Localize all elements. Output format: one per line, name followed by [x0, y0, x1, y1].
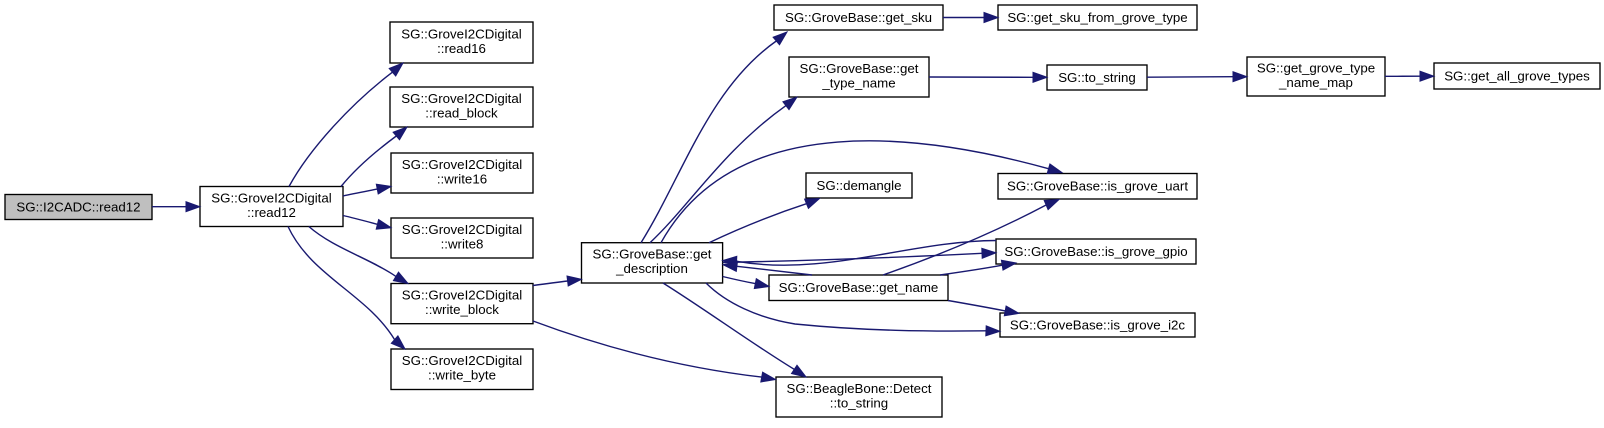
svg-text:::write_block: ::write_block — [425, 302, 499, 317]
svg-text:SG::get_grove_type: SG::get_grove_type — [1257, 60, 1375, 75]
svg-text:SG::get_sku_from_grove_type: SG::get_sku_from_grove_type — [1007, 10, 1187, 25]
svg-text:SG::GroveI2CDigital: SG::GroveI2CDigital — [211, 190, 331, 205]
svg-text:SG::demangle: SG::demangle — [816, 178, 901, 193]
svg-text:::read16: ::read16 — [437, 41, 486, 56]
svg-text:_description: _description — [615, 261, 688, 276]
svg-text:SG::GroveBase::is_grove_i2c: SG::GroveBase::is_grove_i2c — [1010, 317, 1186, 332]
svg-text:::write_byte: ::write_byte — [428, 368, 496, 383]
svg-text:_name_map: _name_map — [1278, 75, 1353, 90]
svg-text:SG::BeagleBone::Detect: SG::BeagleBone::Detect — [787, 381, 932, 396]
svg-text:SG::GroveBase::get: SG::GroveBase::get — [800, 61, 919, 76]
svg-text:SG::GroveI2CDigital: SG::GroveI2CDigital — [402, 287, 522, 302]
svg-text:SG::to_string: SG::to_string — [1058, 70, 1136, 85]
svg-text:SG::GroveI2CDigital: SG::GroveI2CDigital — [402, 353, 522, 368]
svg-text:SG::GroveBase::get: SG::GroveBase::get — [593, 247, 712, 262]
svg-text:SG::I2CADC::read12: SG::I2CADC::read12 — [16, 199, 140, 214]
svg-text:SG::GroveI2CDigital: SG::GroveI2CDigital — [401, 91, 521, 106]
svg-text:::write16: ::write16 — [437, 171, 487, 186]
svg-text:SG::GroveBase::get_sku: SG::GroveBase::get_sku — [785, 10, 932, 25]
svg-text:::write8: ::write8 — [441, 236, 484, 251]
svg-text:SG::GroveBase::get_name: SG::GroveBase::get_name — [779, 280, 939, 295]
svg-text:SG::GroveBase::is_grove_gpio: SG::GroveBase::is_grove_gpio — [1004, 244, 1187, 259]
svg-text:SG::GroveI2CDigital: SG::GroveI2CDigital — [402, 222, 522, 237]
svg-text:SG::GroveI2CDigital: SG::GroveI2CDigital — [401, 26, 521, 41]
svg-text:SG::GroveI2CDigital: SG::GroveI2CDigital — [402, 157, 522, 172]
svg-text:SG::get_all_grove_types: SG::get_all_grove_types — [1444, 68, 1590, 83]
svg-text:::read12: ::read12 — [247, 205, 296, 220]
svg-text:::to_string: ::to_string — [830, 395, 888, 410]
svg-text:_type_name: _type_name — [821, 75, 895, 90]
svg-text:SG::GroveBase::is_grove_uart: SG::GroveBase::is_grove_uart — [1007, 179, 1188, 194]
svg-text:::read_block: ::read_block — [425, 105, 498, 120]
